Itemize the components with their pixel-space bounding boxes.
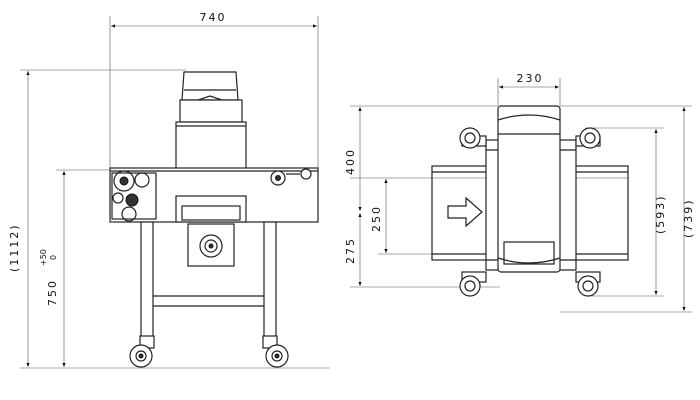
- top-caster-upper-left: [459, 127, 487, 149]
- width-dimension-label: 740: [200, 11, 227, 24]
- top-caster-lower-right: [575, 271, 601, 297]
- flow-direction-arrow-icon: [447, 196, 483, 228]
- control-box: [187, 223, 235, 267]
- conveyor-rollers-left: [111, 170, 157, 222]
- tolerance-lower-label: 0: [49, 255, 58, 260]
- front-view: 740 (1112) 750 +50 0: [8, 11, 330, 369]
- top-caster-lower-left: [459, 271, 487, 297]
- head-width-label: 230: [517, 72, 544, 85]
- conveyor-rollers-right: [270, 168, 312, 186]
- top-view: 230 400 250 275 (593) (739): [344, 72, 695, 313]
- conveyor-height-label: 750: [46, 279, 59, 306]
- overall-depth-label: (739): [682, 198, 695, 238]
- top-detector-head: [497, 105, 561, 273]
- overall-height-label: (1112): [8, 223, 21, 272]
- tolerance-upper-label: +50: [39, 249, 48, 266]
- caster-span-label: (593): [654, 194, 667, 234]
- depth-upper-label: 400: [344, 148, 357, 175]
- top-caster-upper-right: [575, 127, 601, 149]
- front-caster-right: [262, 335, 289, 368]
- front-caster-left: [129, 335, 155, 368]
- aperture-width-label: 250: [370, 205, 383, 232]
- depth-lower-label: 275: [344, 237, 357, 264]
